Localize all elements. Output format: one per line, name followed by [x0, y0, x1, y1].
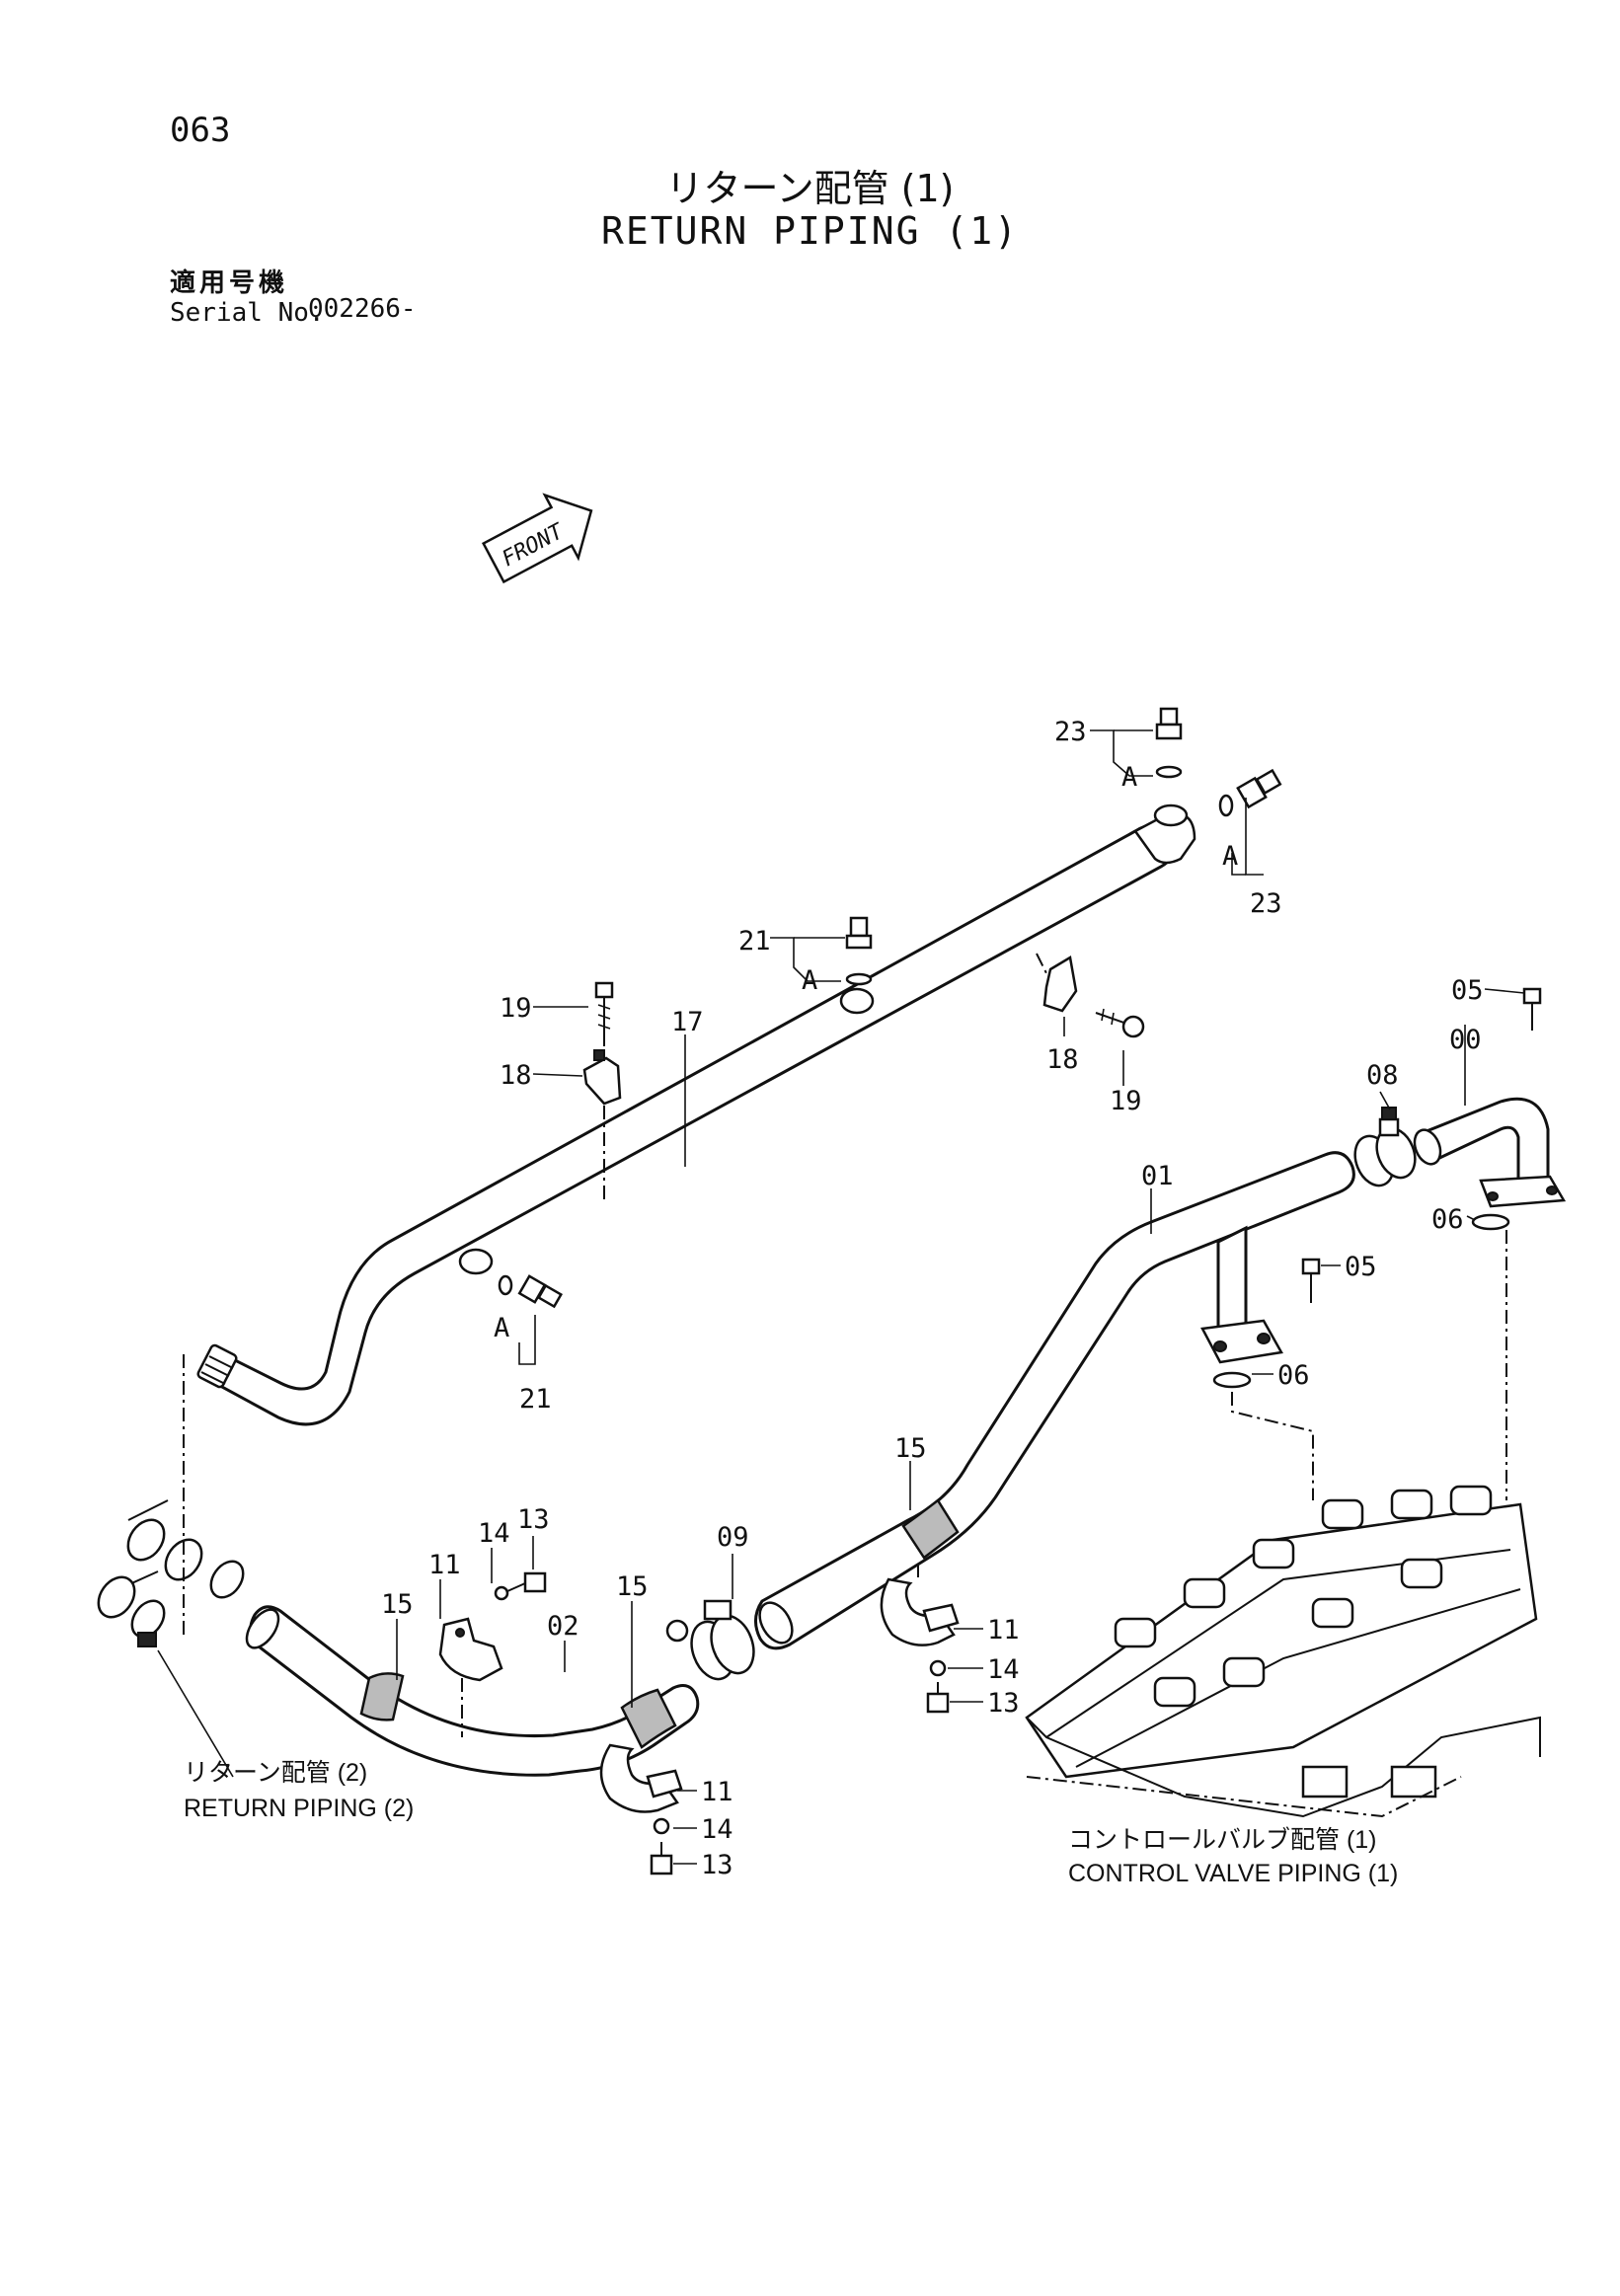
bracket-clamp-11-b[interactable]: [599, 1743, 683, 1813]
callout-18-left: 18: [500, 1060, 532, 1091]
page-title: RETURN PIPING (1): [601, 209, 1019, 253]
callout-19-right: 19: [1110, 1086, 1142, 1116]
ref-control-valve-piping: CONTROL VALVE PIPING (1): [1068, 1860, 1398, 1887]
bolts-13-14[interactable]: [494, 1571, 950, 1875]
bracket-clamp-11-a[interactable]: [438, 1617, 503, 1682]
ref-return-piping-2: RETURN PIPING (2): [184, 1795, 414, 1822]
callout-17: 17: [671, 1007, 704, 1037]
return-pipe-02[interactable]: [241, 1604, 700, 1777]
callout-13-right: 13: [987, 1688, 1020, 1719]
return-pipe-17[interactable]: [196, 804, 1196, 1426]
callout-18-right: 18: [1046, 1044, 1079, 1075]
callout-13-bottom: 13: [701, 1850, 733, 1880]
callout-11-right: 11: [987, 1615, 1020, 1645]
serial-label-japanese: 適用号機: [170, 268, 289, 298]
serial-label: Serial No.: [170, 298, 325, 328]
fitting-23-top[interactable]: [1155, 707, 1183, 779]
leader-lines: [157, 729, 1525, 1865]
callout-14-top: 14: [478, 1518, 510, 1549]
callout-05-mid: 05: [1345, 1252, 1377, 1282]
callout-a-3: A: [802, 965, 817, 996]
callout-06-mid: 06: [1277, 1360, 1310, 1391]
serial-value: 002266-: [308, 294, 417, 324]
hose-clamp-08[interactable]: [1349, 1107, 1423, 1191]
page-title-japanese: リターン配管 (1): [665, 167, 955, 210]
callout-23-right: 23: [1250, 888, 1282, 919]
assembly-lines: [183, 953, 1507, 1737]
callout-14-right: 14: [987, 1654, 1020, 1685]
callout-a-1: A: [1121, 762, 1137, 793]
callout-19-left: 19: [500, 993, 532, 1024]
callout-23-top: 23: [1054, 717, 1087, 747]
bolt-19-right[interactable]: [1095, 1008, 1145, 1038]
part-callouts: 23 A A 23 21 A 19 17 18 18 19 05 00 08 0…: [381, 717, 1484, 1880]
callout-15-right: 15: [894, 1433, 927, 1464]
callout-09: 09: [717, 1522, 749, 1553]
ref-control-valve-piping-ja: コントロールバルブ配管 (1): [1068, 1826, 1377, 1854]
hose-clamp-09[interactable]: [665, 1599, 761, 1685]
callout-11-bottom: 11: [701, 1777, 733, 1807]
callout-21-top: 21: [738, 926, 771, 957]
return-pipe-01[interactable]: [753, 1151, 1355, 1650]
page-number: 063: [170, 111, 231, 150]
callout-00: 00: [1449, 1025, 1482, 1055]
fitting-21-bottom[interactable]: [498, 1274, 564, 1309]
callout-14-bottom: 14: [701, 1814, 733, 1845]
cross-references: リターン配管 (2) RETURN PIPING (2) コントロールバルブ配管…: [184, 1759, 1398, 1887]
ref-return-piping-2-ja: リターン配管 (2): [184, 1759, 367, 1787]
elbow-pipe-00[interactable]: [1410, 1097, 1567, 1208]
bolts-05[interactable]: [1301, 987, 1542, 1303]
fitting-21-top[interactable]: [845, 916, 873, 986]
bolt-19-left[interactable]: [594, 981, 614, 1046]
fitting-23-right[interactable]: [1218, 768, 1282, 817]
callout-06-right: 06: [1431, 1204, 1464, 1235]
front-arrow: FRONT: [481, 493, 593, 584]
callout-05-top: 05: [1451, 975, 1484, 1006]
callout-01: 01: [1141, 1161, 1174, 1191]
bracket-clamp-11-c[interactable]: [880, 1577, 960, 1646]
return-piping-2-fittings: [97, 1499, 245, 1647]
callout-a-2: A: [1222, 841, 1238, 872]
bracket-18-left[interactable]: [582, 1049, 622, 1106]
callout-a-4: A: [494, 1313, 509, 1343]
callout-15-mid: 15: [616, 1571, 649, 1602]
callout-15-left: 15: [381, 1589, 414, 1620]
callout-13-top: 13: [517, 1504, 550, 1535]
control-valve-block: [1025, 1485, 1541, 1818]
callout-02: 02: [547, 1611, 579, 1642]
callout-11-top: 11: [428, 1550, 461, 1580]
callout-08: 08: [1366, 1060, 1399, 1091]
o-rings-06[interactable]: [1212, 1213, 1510, 1389]
bracket-18-right[interactable]: [1042, 955, 1078, 1013]
callout-21-bottom: 21: [519, 1384, 552, 1415]
